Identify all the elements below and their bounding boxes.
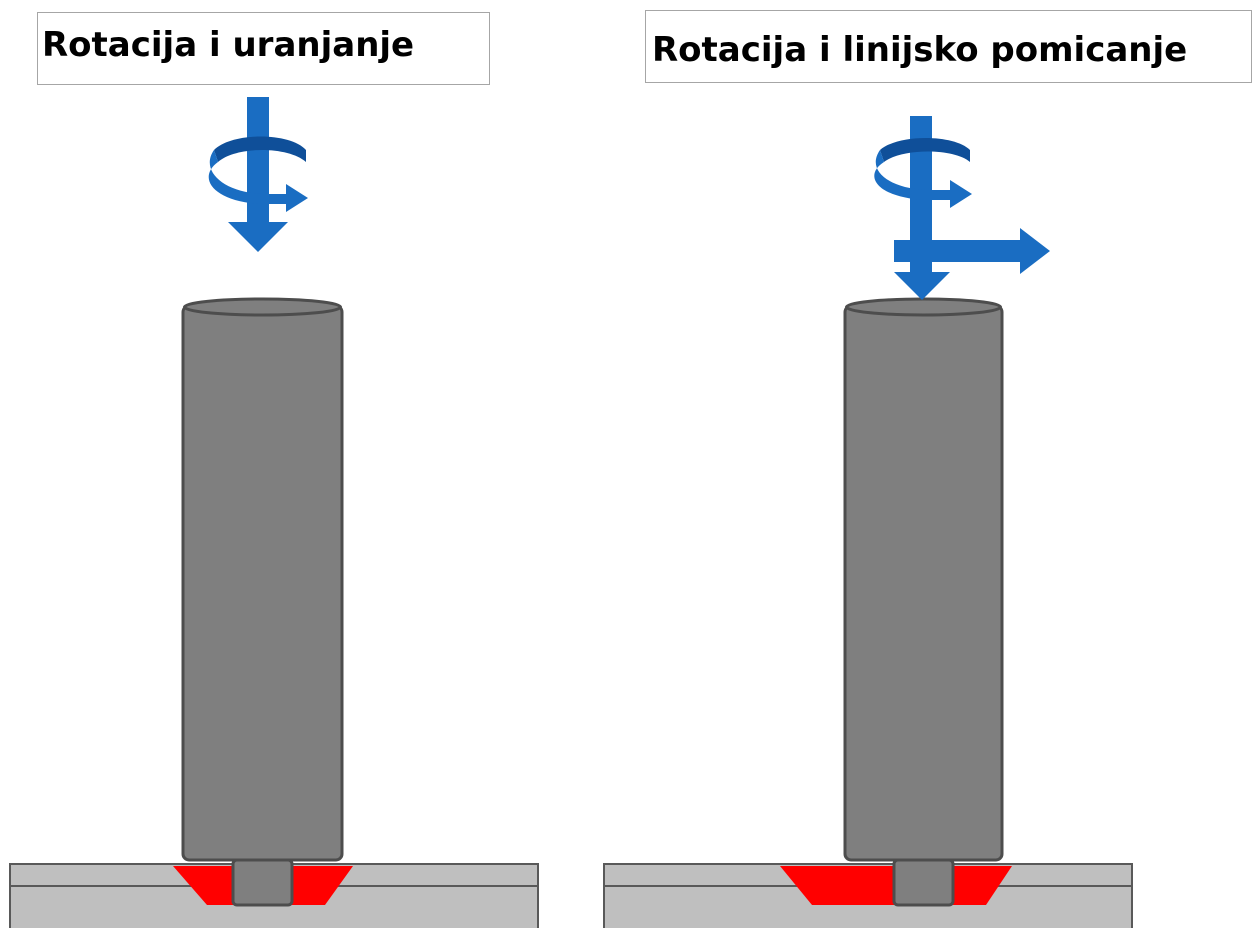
tool-cylinder-left	[181, 297, 344, 862]
tool-pin-left	[231, 858, 294, 907]
left-panel	[9, 97, 539, 928]
rotate-traverse-arrow-icon	[874, 116, 1050, 300]
panel-title-traverse: Rotacija i linijsko pomicanje	[645, 10, 1252, 83]
tool-cylinder-right	[843, 297, 1004, 862]
rotate-plunge-arrow-icon	[208, 97, 308, 252]
panel-title-plunge: Rotacija i uranjanje	[37, 12, 490, 85]
tool-pin-right	[892, 858, 955, 907]
right-panel	[603, 116, 1133, 928]
